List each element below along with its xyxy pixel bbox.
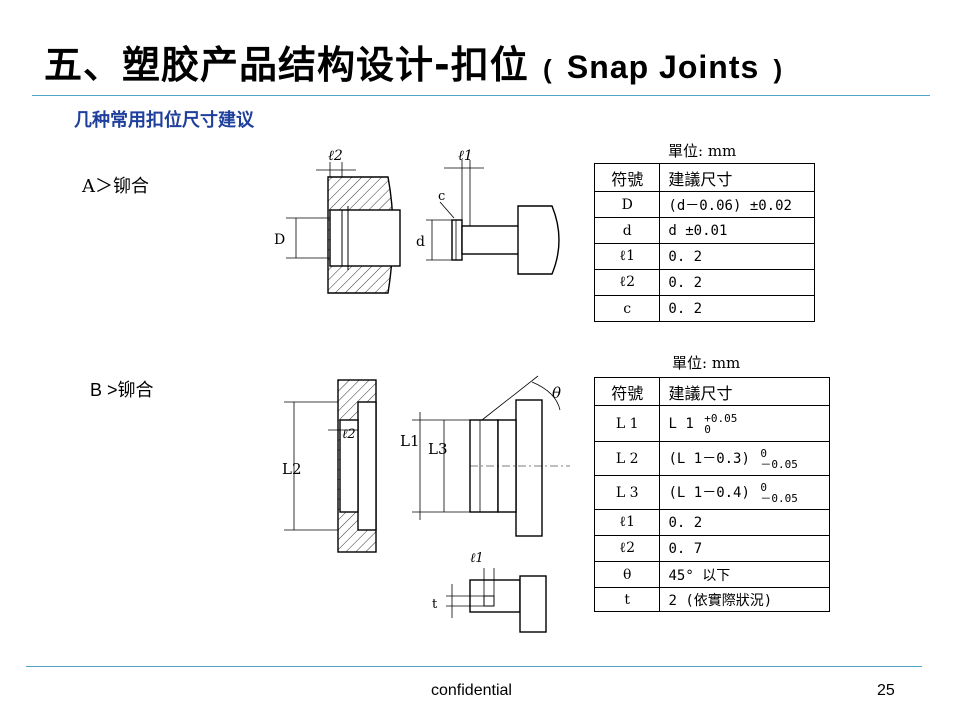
tol-top: +0.05 [704,411,738,425]
tolerance: +0.05 0 [704,413,737,435]
section-a-unit: 單位: mm [668,142,737,160]
section-a-diagram: ℓ2 ℓ1 c D d [274,148,560,294]
header-symbol: 符號 [593,377,661,406]
dim-b-l1: ℓ1 [470,551,484,566]
dim-L3: L3 [428,440,448,458]
table-row: ℓ2 0. 7 [593,535,830,562]
table-row: d d ±0.01 [593,217,815,244]
dim-d: d [416,234,425,250]
row-value: 0. 2 [659,295,815,322]
section-b-diagram: L2 ℓ2 L1 L3 θ ℓ1 t [282,375,570,633]
title-rule [32,95,930,96]
section-a-label: A＞铆合 [82,176,149,197]
tol-top: 0 [760,446,767,460]
row-symbol: c [593,295,661,322]
section-b-label: B >铆合 [90,380,154,400]
tol-bottom: 0 [704,422,711,436]
section-b-unit: 單位: mm [672,354,741,372]
row-symbol: θ [593,561,661,588]
title-en: Snap Joints [566,49,760,85]
table-header-row: 符號 建議尺寸 [593,163,815,192]
subtitle: 几种常用扣位尺寸建议 [74,110,254,131]
row-symbol: L 2 [593,441,661,476]
header-symbol: 符號 [593,163,661,192]
table-row: L 3 (L 1－0.4) 0 －0.05 [593,475,830,510]
page-number: 25 [877,682,895,699]
tol-bottom: －0.05 [760,491,798,505]
hole-part [286,162,401,294]
table-row: ℓ1 0. 2 [593,509,830,536]
row-value: 0. 2 [659,243,815,270]
table-row: L 1 L 1 +0.05 0 [593,405,830,442]
row-symbol: ℓ1 [593,243,661,270]
tab-part [412,375,570,537]
row-symbol: ℓ1 [593,509,661,536]
row-symbol: L 1 [593,405,661,442]
dim-L1: L1 [400,432,420,450]
row-value-cell: (L 1－0.3) 0 －0.05 [659,441,830,476]
table-header-row: 符號 建議尺寸 [593,377,830,406]
table-row: t 2 (依實際狀況) [593,587,830,612]
row-value: (L 1－0.3) [668,450,750,467]
table-row: D (d－0.06) ±0.02 [593,191,815,218]
row-symbol: L 3 [593,475,661,510]
dim-l2: ℓ2 [328,148,343,164]
dim-t: t [432,597,438,612]
row-symbol: t [593,587,661,612]
row-symbol: ℓ2 [593,269,661,296]
dim-theta: θ [552,384,561,402]
row-value: L 1 [668,415,694,432]
title-paren-close: ) [773,54,784,84]
tol-top: 0 [760,480,767,494]
dim-c: c [438,189,445,204]
table-row: ℓ2 0. 2 [593,269,815,296]
row-value-cell: L 1 +0.05 0 [659,405,830,442]
row-value: (d－0.06) ±0.02 [659,191,815,218]
tol-bottom: －0.05 [760,457,798,471]
table-row: ℓ1 0. 2 [593,243,815,270]
row-value: 2 (依實際狀況) [659,587,830,612]
row-value: (L 1－0.4) [668,484,750,501]
header-value: 建議尺寸 [659,377,830,406]
row-value: 0. 2 [659,269,815,296]
table-row: L 2 (L 1－0.3) 0 －0.05 [593,441,830,476]
dim-D: D [274,232,285,248]
row-symbol: d [593,217,661,244]
dim-L2: L2 [282,460,302,478]
small-tab-part [446,568,547,633]
table-row: c 0. 2 [593,295,815,322]
tolerance: 0 －0.05 [760,448,798,470]
row-value-cell: (L 1－0.4) 0 －0.05 [659,475,830,510]
section-a-table: 符號 建議尺寸 D (d－0.06) ±0.02 d d ±0.01 ℓ1 0.… [593,163,815,322]
row-symbol: ℓ2 [593,535,661,562]
row-value: 45° 以下 [659,561,830,588]
title-paren-open: ( [543,54,553,84]
footer-label: confidential [431,682,512,699]
pin-part [426,160,560,275]
slide-title: 五、塑胶产品结构设计-扣位 ( Snap Joints ) [44,34,783,89]
dim-l1: ℓ1 [458,148,473,164]
title-cn: 五、塑胶产品结构设计-扣位 [44,43,529,87]
dim-b-l2: ℓ2 [342,427,356,442]
row-value: 0. 2 [659,509,830,536]
tolerance: 0 －0.05 [760,482,798,504]
row-symbol: D [593,191,661,218]
row-value: d ±0.01 [659,217,815,244]
table-row: θ 45° 以下 [593,561,830,588]
header-value: 建議尺寸 [659,163,815,192]
slot-part [284,379,377,553]
row-value: 0. 7 [659,535,830,562]
section-b-table: 符號 建議尺寸 L 1 L 1 +0.05 0 L 2 (L 1－0.3) 0 … [593,377,830,612]
footer-rule [26,666,922,667]
